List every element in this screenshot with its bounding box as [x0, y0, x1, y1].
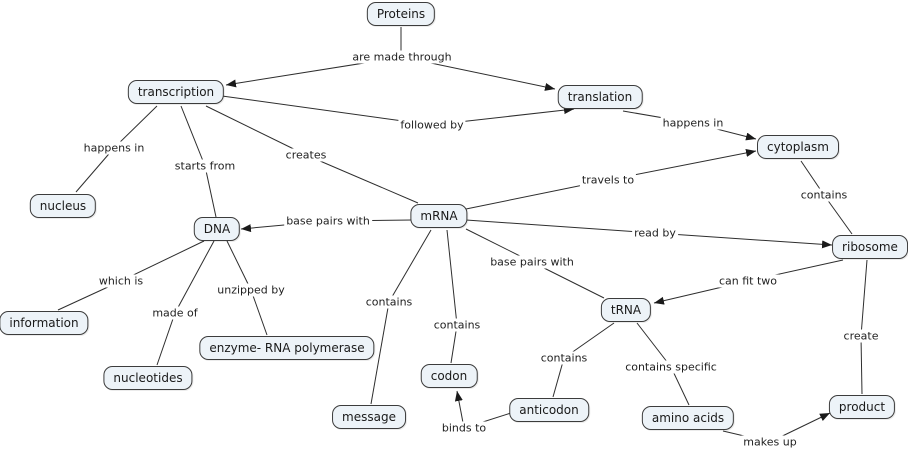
edge-contains-message: [370, 301, 390, 405]
node-enzyme-rna-polymerase[interactable]: enzyme- RNA polymerase: [199, 336, 375, 360]
edge-label-base-pairs-with-dna[interactable]: base pairs with: [284, 214, 372, 228]
edge-label-makes-up[interactable]: makes up: [741, 435, 799, 449]
node-dna[interactable]: DNA: [193, 217, 241, 241]
edge-label-binds-to[interactable]: binds to: [439, 421, 489, 435]
edge-label-base-pairs-with-trna[interactable]: base pairs with: [488, 255, 576, 269]
edge-label-unzipped-by[interactable]: unzipped by: [215, 283, 287, 297]
node-nucleotides[interactable]: nucleotides: [103, 366, 193, 390]
edge-label-contains-specific[interactable]: contains specific: [623, 360, 719, 374]
edge-dna-unzippedby: [226, 240, 252, 291]
edge-transcription-startsfrom: [180, 105, 206, 167]
edge-ribosome-create: [860, 259, 868, 337]
node-amino-acids[interactable]: amino acids: [641, 406, 735, 430]
edge-transcription-creates: [205, 105, 307, 156]
edge-label-which-is[interactable]: which is: [96, 274, 146, 288]
edge-transcription-followedby: [221, 95, 433, 126]
node-anticodon[interactable]: anticodon: [509, 398, 589, 422]
edge-label-made-of[interactable]: made of: [150, 306, 200, 320]
node-proteins[interactable]: Proteins: [366, 2, 436, 26]
edge-label-followed-by[interactable]: followed by: [398, 118, 466, 132]
edge-label-read-by[interactable]: read by: [632, 226, 678, 240]
edge-create-product: [860, 335, 863, 395]
edge-unzippedby-enzyme: [250, 289, 268, 336]
node-codon[interactable]: codon: [420, 364, 478, 388]
edge-mrna-readby: [465, 219, 656, 234]
node-information[interactable]: information: [0, 311, 89, 335]
edge-readby-ribosome: [654, 232, 833, 249]
edge-transcription-happensin: [113, 105, 158, 149]
node-mrna[interactable]: mRNA: [410, 204, 468, 228]
edge-label-contains-ribosome[interactable]: contains: [798, 188, 850, 202]
edge-label-travels-to[interactable]: travels to: [579, 173, 637, 187]
node-trna[interactable]: tRNA: [600, 298, 652, 322]
edge-label-starts-from[interactable]: starts from: [172, 159, 238, 173]
node-ribosome[interactable]: ribosome: [832, 235, 908, 259]
edge-dna-whichis: [120, 240, 205, 282]
edge-dna-madeof: [174, 240, 215, 314]
edge-happensin-nucleus: [75, 147, 115, 193]
node-message[interactable]: message: [332, 405, 406, 429]
edge-contains-anticodon: [552, 357, 565, 398]
node-product[interactable]: product: [828, 395, 896, 419]
node-cytoplasm[interactable]: cytoplasm: [757, 135, 839, 159]
edge-contains-ribosome: [823, 194, 853, 235]
edge-label-creates[interactable]: creates: [283, 148, 329, 162]
edge-label-are-made-through[interactable]: are made through: [350, 50, 454, 64]
edge-label-create[interactable]: create: [841, 329, 881, 343]
edge-mrna-contains-message: [388, 229, 432, 303]
edge-label-contains-anticodon[interactable]: contains: [538, 351, 590, 365]
edge-label-can-fit-two[interactable]: can fit two: [716, 274, 780, 288]
edge-trna-containsspecific: [636, 322, 672, 368]
edge-startsfrom-dna: [204, 165, 217, 218]
node-transcription[interactable]: transcription: [127, 80, 225, 104]
edge-creates-mrna: [305, 154, 419, 204]
edge-label-contains-message[interactable]: contains: [363, 295, 415, 309]
edge-madeof-nucleotides: [156, 312, 176, 366]
edge-mrna-contains-codon: [446, 229, 458, 326]
node-translation[interactable]: translation: [557, 85, 643, 109]
edge-label-happens-in-cytoplasm[interactable]: happens in: [660, 116, 726, 130]
edge-label-contains-codon[interactable]: contains: [431, 318, 483, 332]
node-nucleus[interactable]: nucleus: [29, 194, 97, 218]
edge-label-happens-in-nucleus[interactable]: happens in: [81, 141, 147, 155]
